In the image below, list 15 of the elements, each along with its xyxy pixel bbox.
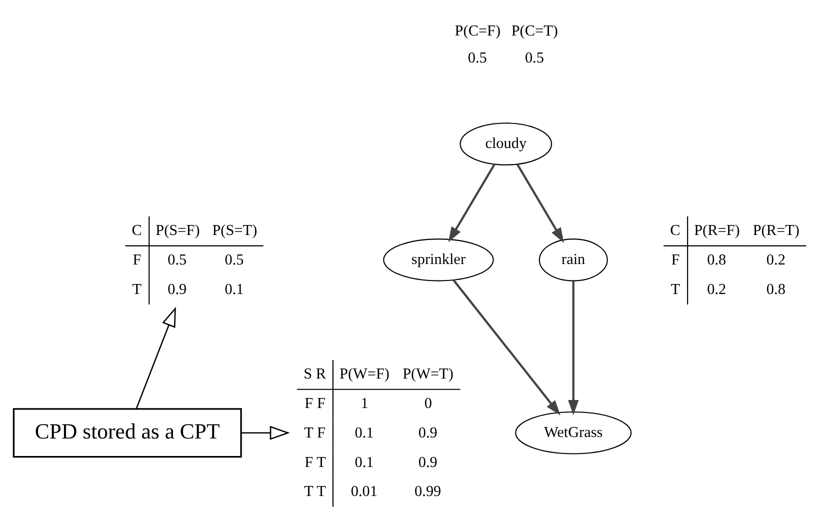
node-label: F (670, 250, 680, 268)
node-label: 0.5 (467, 49, 486, 66)
node-label: P(R=F) (694, 222, 740, 239)
node-label: P(C=T) (510, 22, 558, 39)
node-label: 0.8 (706, 250, 726, 268)
node-label: 0.2 (706, 280, 726, 298)
node-label: C (670, 222, 680, 239)
node-text: S R P(W=F) P(W=T) F F 1 0 T F 0.1 0.9 F T 0.1 0.9 T T 0.01 0.99 (303, 365, 453, 500)
node-label: T (670, 280, 680, 298)
node-label: 0.8 (766, 280, 785, 298)
node-label: P(R=T) (752, 222, 799, 239)
node-text: C P(S=F) P(S=T) F 0.5 0.5 T 0.9 0.1 (131, 222, 257, 298)
node-label: 0.5 (524, 49, 544, 66)
node-label: P(C=F) (454, 22, 500, 39)
node-label: 0.2 (766, 250, 785, 268)
